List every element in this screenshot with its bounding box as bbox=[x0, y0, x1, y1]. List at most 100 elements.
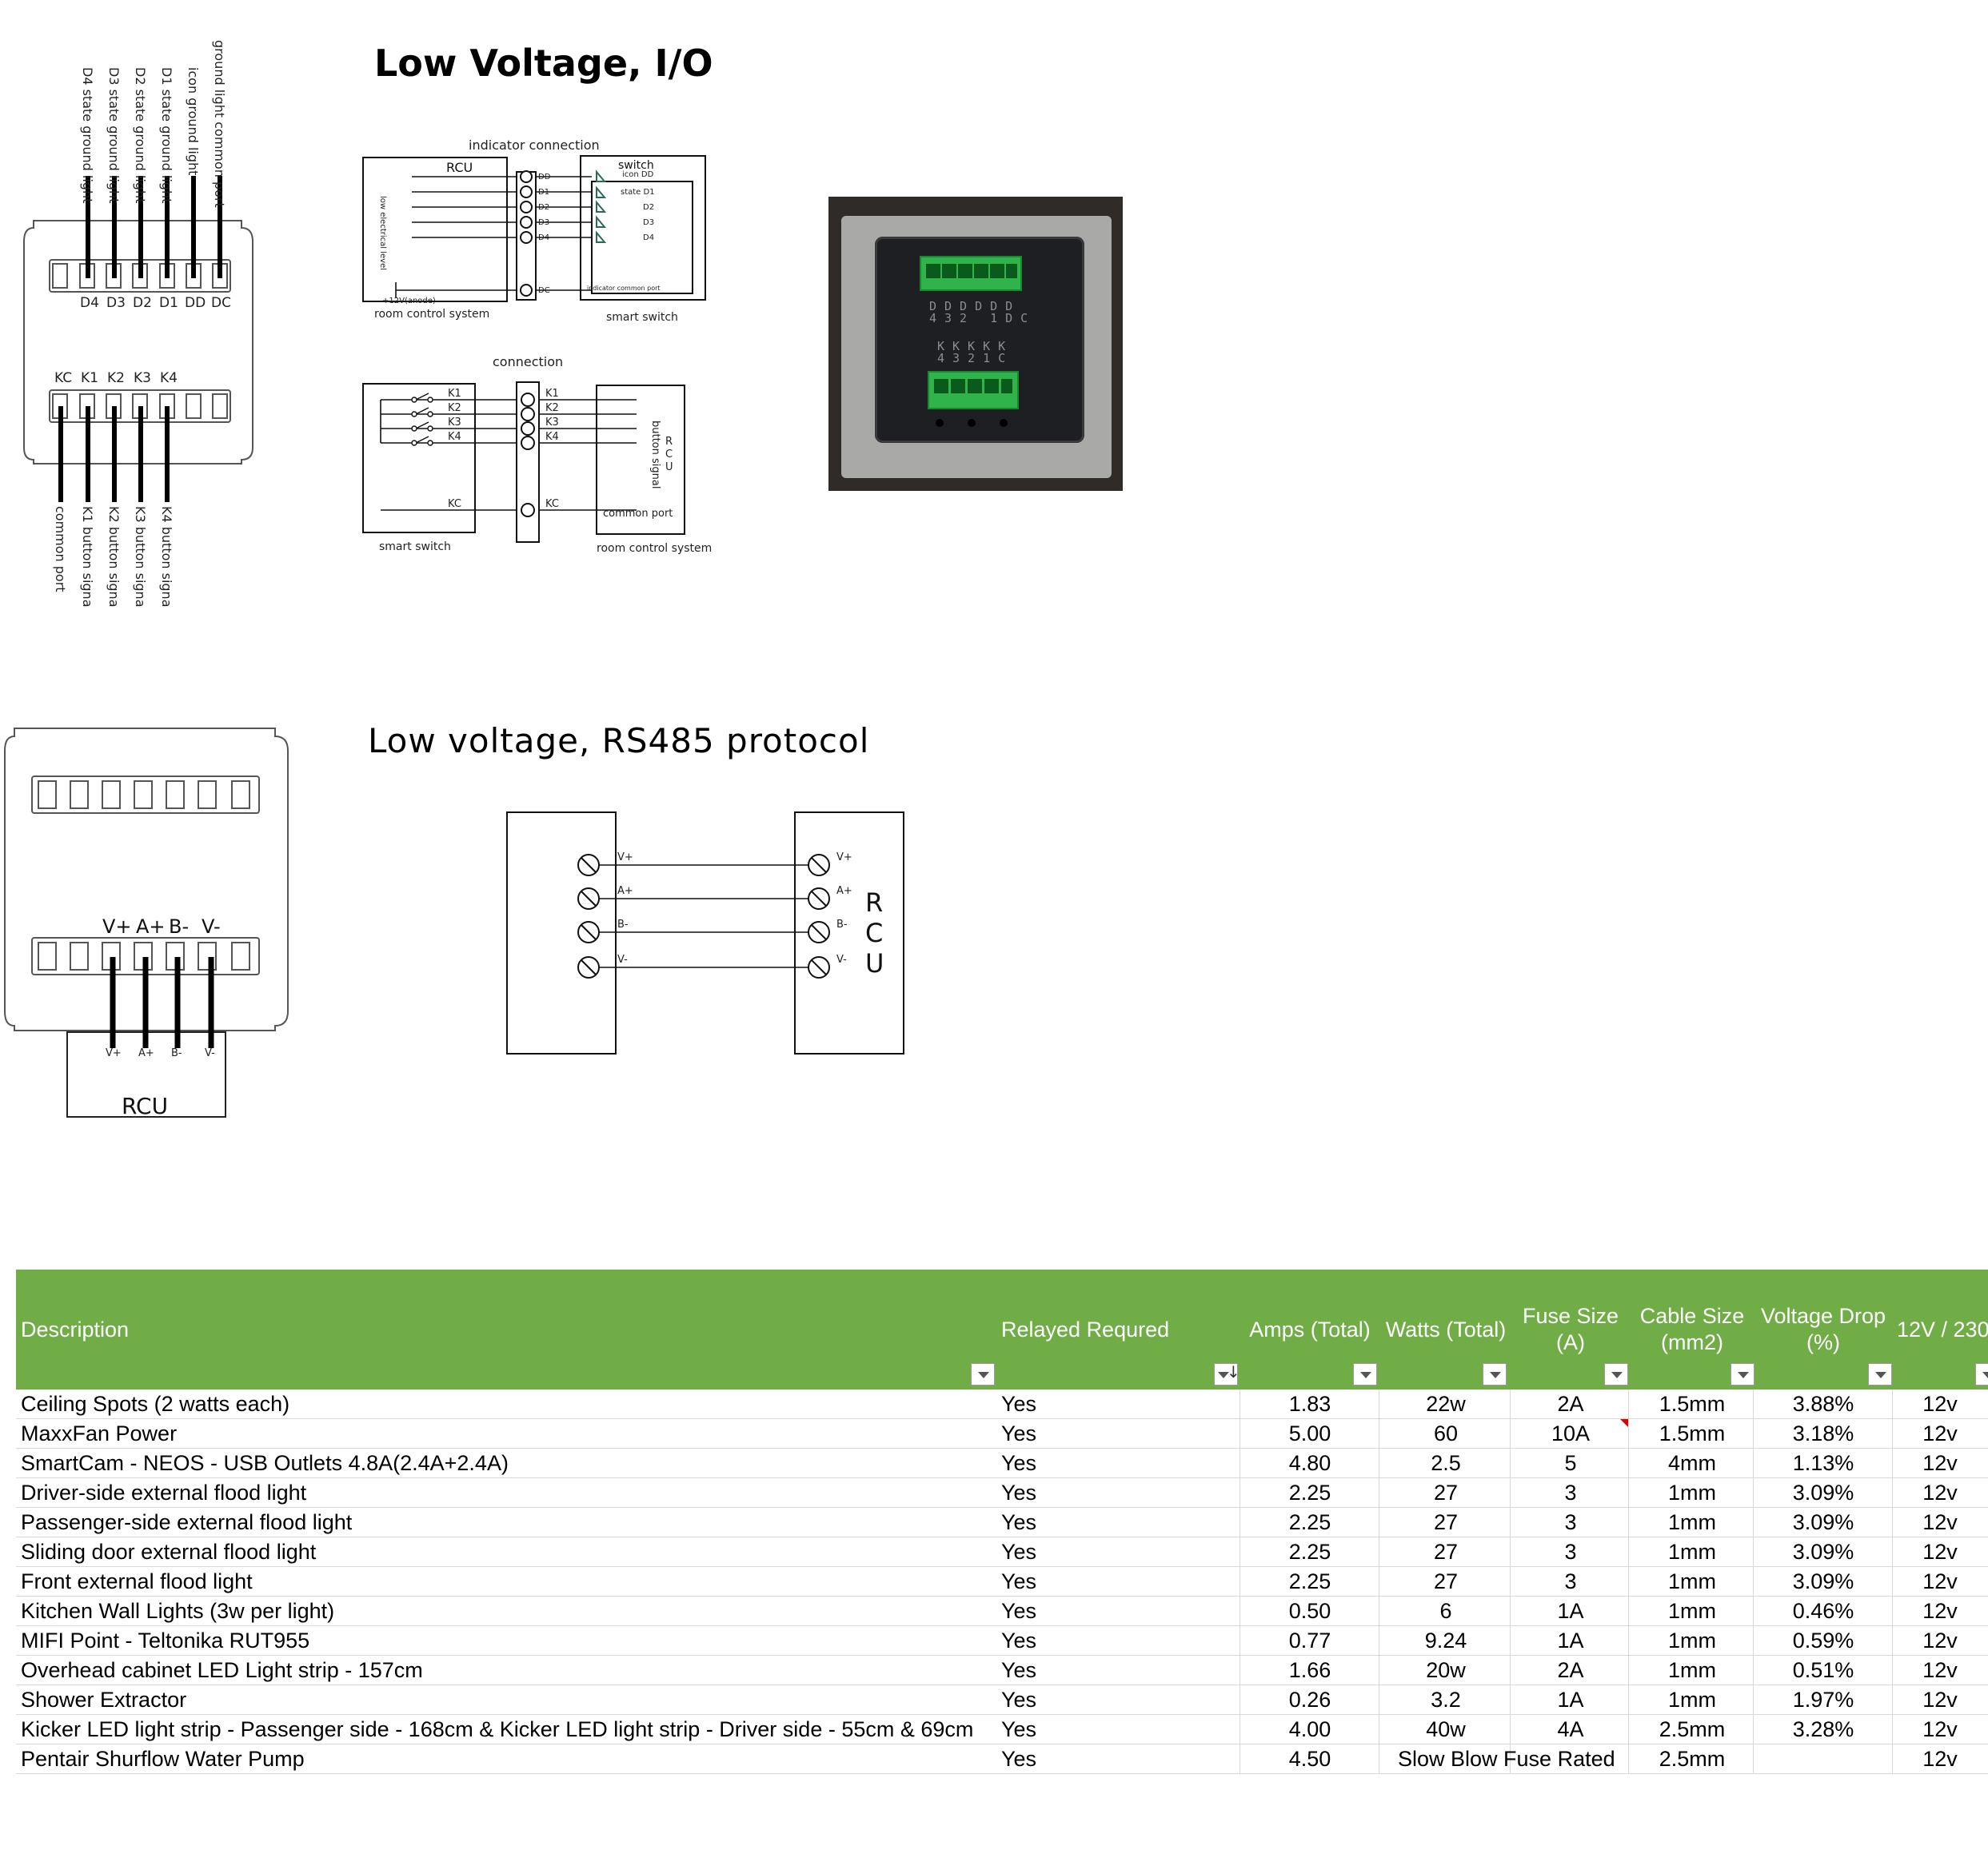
cell-watts[interactable]: 22w bbox=[1426, 1392, 1466, 1416]
cell-cable[interactable]: 2.5mm bbox=[1659, 1717, 1726, 1741]
table-row[interactable]: Sliding door external flood light Yes 2.25… bbox=[16, 1537, 1988, 1567]
cell-watts[interactable]: 27 bbox=[1433, 1569, 1459, 1593]
cell-fuse[interactable]: 1A bbox=[1557, 1629, 1584, 1653]
cell-watts[interactable]: 27 bbox=[1433, 1510, 1459, 1534]
cell-description[interactable]: Passenger-side external flood light bbox=[21, 1510, 353, 1534]
cell-watts[interactable]: 40w bbox=[1426, 1717, 1466, 1741]
cell-fuse[interactable]: 1A bbox=[1557, 1599, 1584, 1623]
cell-amps[interactable]: 5.00 bbox=[1288, 1421, 1331, 1445]
cell-amps[interactable]: 0.26 bbox=[1288, 1688, 1331, 1712]
cell-amps[interactable]: 4.80 bbox=[1288, 1451, 1331, 1475]
cell-amps[interactable]: 2.25 bbox=[1288, 1540, 1331, 1564]
cell-amps[interactable]: 1.83 bbox=[1288, 1392, 1331, 1416]
cell-description[interactable]: MIFI Point - Teltonika RUT955 bbox=[21, 1629, 310, 1653]
cell-amps[interactable]: 4.50 bbox=[1288, 1747, 1331, 1771]
cell-voltage[interactable]: 12v bbox=[1922, 1688, 1958, 1712]
cell-voltage-drop[interactable]: 3.09% bbox=[1792, 1481, 1854, 1505]
cell-cable[interactable]: 1mm bbox=[1668, 1510, 1716, 1534]
cell-voltage[interactable]: 12v bbox=[1922, 1717, 1958, 1741]
cell-fuse[interactable]: 1A bbox=[1557, 1688, 1584, 1712]
cell-voltage-drop[interactable]: 3.18% bbox=[1792, 1421, 1854, 1445]
cell-watts[interactable]: 9.24 bbox=[1424, 1629, 1467, 1653]
cell-description[interactable]: Overhead cabinet LED Light strip - 157cm bbox=[21, 1658, 423, 1682]
cell-description[interactable]: Kitchen Wall Lights (3w per light) bbox=[21, 1599, 335, 1623]
cell-cable[interactable]: 4mm bbox=[1668, 1451, 1716, 1475]
cell-cable[interactable]: 1.5mm bbox=[1659, 1421, 1726, 1445]
cell-description[interactable]: Pentair Shurflow Water Pump bbox=[21, 1747, 305, 1771]
table-row[interactable]: Overhead cabinet LED Light strip - 157cm… bbox=[16, 1656, 1988, 1685]
cell-cable[interactable]: 1mm bbox=[1668, 1629, 1716, 1653]
cell-watts[interactable]: 2.5 bbox=[1431, 1451, 1461, 1475]
cell-fuse[interactable]: 3 bbox=[1564, 1510, 1577, 1534]
cell-voltage[interactable]: 12v bbox=[1922, 1481, 1958, 1505]
cell-amps[interactable]: 2.25 bbox=[1288, 1510, 1331, 1534]
cell-voltage-drop[interactable]: 0.51% bbox=[1792, 1658, 1854, 1682]
cell-voltage-drop[interactable]: 3.09% bbox=[1792, 1540, 1854, 1564]
cell-voltage-drop[interactable]: 1.13% bbox=[1792, 1451, 1854, 1475]
cell-fuse[interactable]: 10A bbox=[1551, 1421, 1591, 1445]
cell-voltage-drop[interactable]: 1.97% bbox=[1792, 1688, 1854, 1712]
cell-relayed[interactable]: Yes bbox=[1001, 1688, 1037, 1712]
cell-relayed[interactable]: Yes bbox=[1001, 1747, 1037, 1771]
cell-cable[interactable]: 1mm bbox=[1668, 1688, 1716, 1712]
filter-dropdown-description[interactable] bbox=[971, 1363, 995, 1386]
cell-description[interactable]: Kicker LED light strip - Passenger side … bbox=[21, 1717, 974, 1741]
cell-relayed[interactable]: Yes bbox=[1001, 1481, 1037, 1505]
cell-relayed[interactable]: Yes bbox=[1001, 1540, 1037, 1564]
cell-relayed[interactable]: Yes bbox=[1001, 1392, 1037, 1416]
table-row[interactable]: SmartCam - NEOS - USB Outlets 4.8A(2.4A+… bbox=[16, 1449, 1988, 1478]
cell-voltage[interactable]: 12v bbox=[1922, 1451, 1958, 1475]
cell-relayed[interactable]: Yes bbox=[1001, 1599, 1037, 1623]
cell-cable[interactable]: 1mm bbox=[1668, 1481, 1716, 1505]
cell-relayed[interactable]: Yes bbox=[1001, 1569, 1037, 1593]
cell-cable[interactable]: 1mm bbox=[1668, 1658, 1716, 1682]
cell-amps[interactable]: 1.66 bbox=[1288, 1658, 1331, 1682]
cell-fuse[interactable]: 3 bbox=[1564, 1540, 1577, 1564]
cell-voltage[interactable]: 12v bbox=[1922, 1569, 1958, 1593]
filter-dropdown-fuse[interactable] bbox=[1604, 1363, 1628, 1386]
cell-amps[interactable]: 2.25 bbox=[1288, 1569, 1331, 1593]
cell-description[interactable]: Sliding door external flood light bbox=[21, 1540, 317, 1564]
cell-relayed[interactable]: Yes bbox=[1001, 1717, 1037, 1741]
cell-description[interactable]: MaxxFan Power bbox=[21, 1421, 178, 1445]
cell-fuse[interactable]: 2A bbox=[1557, 1392, 1584, 1416]
cell-cable[interactable]: 1mm bbox=[1668, 1569, 1716, 1593]
cell-description[interactable]: Shower Extractor bbox=[21, 1688, 187, 1712]
cell-voltage-drop[interactable] bbox=[1754, 1744, 1892, 1773]
cell-watts[interactable]: 60 bbox=[1433, 1421, 1459, 1445]
cell-cable[interactable]: 1.5mm bbox=[1659, 1392, 1726, 1416]
cell-voltage[interactable]: 12v bbox=[1922, 1747, 1958, 1771]
table-row[interactable]: Kitchen Wall Lights (3w per light) Yes 0.5… bbox=[16, 1597, 1988, 1626]
cell-amps[interactable]: 2.25 bbox=[1288, 1481, 1331, 1505]
cell-voltage[interactable]: 12v bbox=[1922, 1540, 1958, 1564]
cell-voltage-drop[interactable]: 3.88% bbox=[1792, 1392, 1854, 1416]
cell-amps[interactable]: 0.50 bbox=[1288, 1599, 1331, 1623]
cell-description[interactable]: SmartCam - NEOS - USB Outlets 4.8A(2.4A+… bbox=[21, 1451, 509, 1475]
cell-watts[interactable]: Slow Blow Fuse Rated bbox=[1398, 1747, 1615, 1771]
cell-relayed[interactable]: Yes bbox=[1001, 1421, 1037, 1445]
comment-indicator[interactable] bbox=[1620, 1419, 1628, 1427]
filter-dropdown-voltage[interactable] bbox=[1975, 1363, 1988, 1386]
cell-watts[interactable]: 20w bbox=[1426, 1658, 1466, 1682]
cell-voltage-drop[interactable]: 3.09% bbox=[1792, 1569, 1854, 1593]
cell-watts[interactable]: 27 bbox=[1433, 1481, 1459, 1505]
cell-cable[interactable]: 1mm bbox=[1668, 1599, 1716, 1623]
filter-dropdown-cable[interactable] bbox=[1731, 1363, 1754, 1386]
cell-voltage[interactable]: 12v bbox=[1922, 1510, 1958, 1534]
cell-voltage-drop[interactable]: 3.09% bbox=[1792, 1510, 1854, 1534]
cell-relayed[interactable]: Yes bbox=[1001, 1629, 1037, 1653]
filter-dropdown-voltage-drop[interactable] bbox=[1868, 1363, 1892, 1386]
cell-relayed[interactable]: Yes bbox=[1001, 1451, 1037, 1475]
cell-voltage[interactable]: 12v bbox=[1922, 1599, 1958, 1623]
cell-watts[interactable]: 6 bbox=[1439, 1599, 1452, 1623]
cell-voltage[interactable]: 12v bbox=[1922, 1629, 1958, 1653]
cell-cable[interactable]: 2.5mm bbox=[1659, 1747, 1726, 1771]
filter-dropdown-amps[interactable] bbox=[1353, 1363, 1377, 1386]
